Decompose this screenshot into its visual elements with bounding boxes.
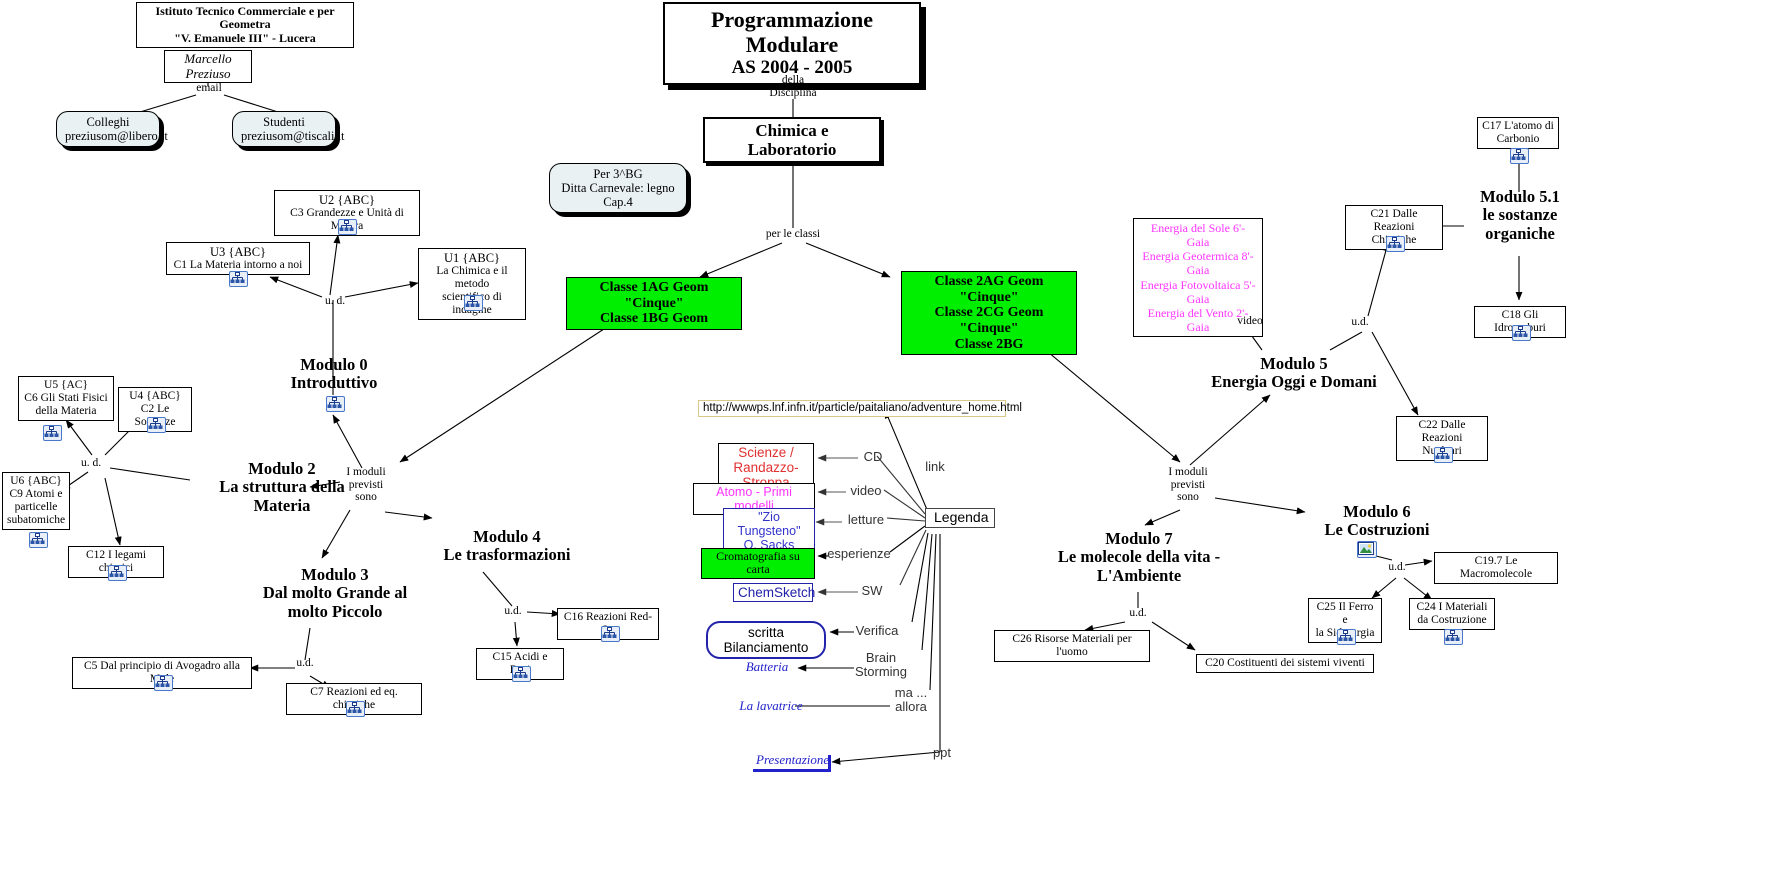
class-box-left: Classe 1AG Geom "Cinque" Classe 1BG Geom	[566, 277, 742, 331]
energia-video-list: Energia del Sole 6'- Gaia Energia Geoter…	[1133, 218, 1263, 338]
module-7: Modulo 7 Le molecole della vita - L'Ambi…	[1057, 529, 1221, 585]
hierarchy-icon[interactable]	[29, 532, 48, 548]
hierarchy-icon[interactable]	[1444, 629, 1463, 645]
colleghi-label: Colleghi	[86, 115, 130, 129]
module-0: Modulo 0 Introduttivo	[290, 355, 378, 393]
legend-target-presentazione[interactable]: Presentazione	[750, 752, 829, 769]
module-3: Modulo 3 Dal molto Grande al molto Picco…	[262, 565, 408, 621]
map-title-line-1: Programmazione Modulare	[710, 7, 874, 57]
hierarchy-icon[interactable]	[154, 675, 173, 691]
legend-label-sw: SW	[861, 583, 883, 598]
hierarchy-icon[interactable]	[1512, 325, 1531, 341]
colleghi-email-box[interactable]: Colleghi preziusom@libero.it	[56, 111, 168, 147]
i-moduli-previsti-left: I moduli previsti sono	[346, 466, 386, 504]
hierarchy-icon[interactable]	[326, 396, 345, 412]
hierarchy-icon[interactable]	[147, 417, 166, 433]
legend-label-link: link	[925, 459, 945, 474]
studenti-email-box[interactable]: Studenti preziusom@tiscali.it	[232, 111, 345, 147]
legend-node: Legenda	[925, 508, 995, 528]
concept-c24: C24 I Materiali da Costruzione	[1409, 598, 1495, 630]
map-title-line-2: AS 2004 - 2005	[731, 57, 853, 79]
della-disciplina-label: della Disciplina	[769, 74, 817, 99]
module-5-1: Modulo 5.1 le sostanze organiche	[1480, 187, 1560, 243]
picture-icon[interactable]	[1357, 541, 1377, 558]
unit-u6: U6 {ABC} C9 Atomi e particelle subatomic…	[2, 472, 70, 530]
unit-u3: U3 {ABC} C1 La Materia intorno a noi	[166, 242, 310, 275]
hierarchy-icon[interactable]	[338, 219, 357, 235]
hierarchy-icon[interactable]	[108, 565, 127, 581]
legend-label-ppt: ppt	[932, 745, 952, 760]
concept-c19: C19.7 Le Macromolecole	[1434, 552, 1558, 584]
map-title: Programmazione Modulare AS 2004 - 2005	[663, 2, 921, 85]
concept-c26: C26 Risorse Materiali per l'uomo	[994, 630, 1150, 662]
module-4: Modulo 4 Le trasformazioni	[443, 527, 571, 565]
concept-c20: C20 Costituenti dei sistemi viventi	[1196, 654, 1374, 673]
per-le-classi-label: per le classi	[765, 228, 821, 240]
colleghi-email: preziusom@libero.it	[65, 129, 168, 143]
legend-label-cd: CD	[863, 449, 883, 464]
legend-label-letture: letture	[847, 512, 885, 527]
legend-target-verifica: scritta Bilanciamento	[706, 621, 826, 660]
class-box-right: Classe 2AG Geom "Cinque" Classe 2CG Geom…	[901, 271, 1077, 356]
hierarchy-icon[interactable]	[1386, 236, 1405, 252]
subject-node: Chimica e Laboratorio	[703, 117, 881, 164]
unit-u5: U5 {AC} C6 Gli Stati Fisici della Materi…	[18, 376, 114, 421]
legend-label-brainstorming: Brain Storming	[854, 650, 908, 680]
ud-label-module5: u.d.	[1351, 316, 1369, 328]
legend-url-link[interactable]: http://wwwps.lnf.infn.it/particle/paital…	[698, 400, 1022, 417]
legend-target-esperienze: Cromatografia su carta	[701, 548, 815, 579]
ud-label-module7: u.d.	[1129, 607, 1147, 619]
institute-line-1: Istituto Tecnico Commerciale e per Geome…	[155, 4, 335, 32]
institute-line-2: "V. Emanuele III" - Lucera	[174, 30, 316, 45]
note-3bg: Per 3^BG Ditta Carnevale: legno Cap.4	[549, 163, 687, 213]
hierarchy-icon[interactable]	[464, 295, 483, 311]
ud-label-module6: u.d.	[1388, 561, 1406, 573]
hierarchy-icon[interactable]	[601, 626, 620, 642]
ud-label-module3: u.d.	[296, 657, 314, 669]
studenti-email: preziusom@tiscali.it	[241, 129, 345, 143]
legend-target-malavatrice: La lavatrice	[739, 698, 803, 713]
legend-label-ma-allora: ma ... allora	[894, 685, 928, 715]
legend-target-brainstorming: Batteria	[745, 659, 789, 674]
concept-c17: C17 L'atomo di Carbonio	[1477, 117, 1559, 149]
legend-target-sw: ChemSketch	[733, 583, 815, 603]
legend-label-verifica: Verifica	[855, 623, 899, 638]
author-name: Marcello Preziuso	[164, 50, 252, 84]
module-6: Modulo 6 Le Costruzioni	[1324, 502, 1430, 540]
institute-header: Istituto Tecnico Commerciale e per Geome…	[136, 2, 354, 49]
email-link-label: email	[196, 82, 222, 94]
legend-label-esperienze: esperienze	[827, 546, 891, 561]
studenti-label: Studenti	[263, 115, 305, 129]
hierarchy-icon[interactable]	[346, 701, 365, 717]
module-2: Modulo 2 La struttura della Materia	[219, 459, 345, 515]
hierarchy-icon[interactable]	[1337, 629, 1356, 645]
i-moduli-previsti-right: I moduli previsti sono	[1168, 466, 1208, 504]
hierarchy-icon[interactable]	[43, 425, 62, 441]
hierarchy-icon[interactable]	[1434, 447, 1453, 463]
ud-label-module4: u.d.	[504, 605, 522, 617]
ud-label-module0: u. d.	[324, 295, 346, 307]
module-5: Modulo 5 Energia Oggi e Domani	[1211, 354, 1377, 392]
hierarchy-icon[interactable]	[512, 666, 531, 682]
ud-label-module2: u. d.	[80, 457, 102, 469]
hierarchy-icon[interactable]	[229, 271, 248, 287]
video-label-module5: video	[1237, 315, 1263, 327]
hierarchy-icon[interactable]	[1510, 148, 1529, 164]
legend-label-video: video	[850, 483, 882, 498]
